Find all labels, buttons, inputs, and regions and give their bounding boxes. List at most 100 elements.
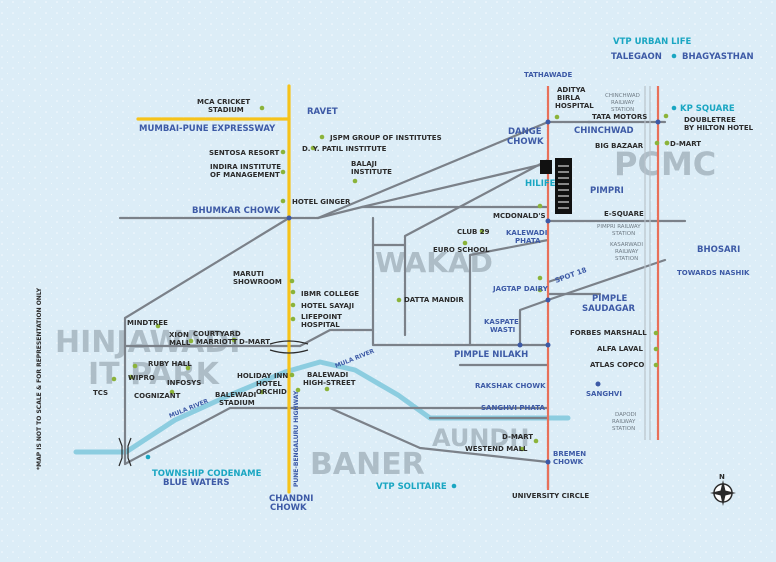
label-alfalaval: ALFA LAVAL — [597, 345, 643, 353]
label-indira: INDIRA INSTITUTE — [210, 163, 281, 171]
label-forbes: FORBES MARSHALL — [570, 329, 647, 337]
label-sanghviphata: SANGHVI PHATA — [481, 404, 545, 412]
area-it-park: IT PARK — [88, 357, 221, 392]
label-pimpristation: PIMPRI RAILWAY — [597, 224, 641, 230]
label-mindtree: MINDTREE — [127, 319, 168, 327]
compass: N — [710, 473, 736, 506]
label-hotelorchid-2: ORCHID — [256, 388, 287, 396]
label-talegaon: TALEGAON — [611, 52, 662, 62]
label-cognizant: COGNIZANT — [134, 392, 181, 400]
label-dmart-2: D-MART — [502, 433, 533, 441]
mula-river — [73, 359, 571, 455]
label-kpsquare: KP SQUARE — [680, 104, 735, 114]
label-tcs: TCS — [93, 389, 108, 397]
label-atlascopco: ATLAS COPCO — [590, 361, 644, 369]
label-kaspate-2: WASTI — [490, 326, 515, 334]
label-westend: WESTEND MALL — [465, 445, 528, 453]
label-hilife: HILIFE — [525, 179, 556, 189]
label-balaji: BALAJI — [351, 160, 377, 168]
label-hotelorchid: HOTEL — [256, 380, 282, 388]
label-lifepoint-2: HOSPITAL — [301, 321, 340, 329]
area-pcmc: PCMC — [614, 145, 716, 183]
area-hinjawadi: HINJAWADI — [55, 325, 240, 360]
label-vtpsolitaire: VTP SOLITAIRE — [376, 482, 447, 492]
label-chandni: CHANDNI — [269, 494, 313, 504]
area-aundh: AUNDH — [432, 424, 529, 452]
label-doubletree-2: BY HILTON HOTEL — [684, 124, 754, 132]
label-club29: CLUB 29 — [457, 228, 490, 236]
label-highway: PUNE-BENGALURU HIGHWAY — [293, 390, 300, 487]
label-sentosa: SENTOSA RESORT — [209, 149, 280, 157]
label-kaspate: KASPATE — [484, 318, 519, 326]
label-dmart-3: D-MART — [670, 140, 701, 148]
hilife-marker — [540, 158, 572, 214]
expressway — [136, 84, 291, 494]
label-mca: MCA CRICKET — [197, 98, 250, 106]
label-dange: DANGE — [508, 127, 542, 137]
label-chinchwadstation-3: STATION — [611, 107, 634, 113]
label-ginger: HOTEL GINGER — [292, 198, 351, 206]
label-mcdonalds: MCDONALD'S — [493, 212, 546, 220]
label-balewadihs: BALEWADI — [307, 371, 348, 379]
label-bhagyasthan: BHAGYASTHAN — [682, 52, 754, 62]
label-maruti-2: SHOWROOM — [233, 278, 282, 286]
label-bigbazaar: BIG BAZAAR — [595, 142, 644, 150]
label-sanghvi: SANGHVI — [586, 390, 622, 398]
label-kasarwadi: KASARWADI — [610, 242, 643, 248]
label-dapodi-2: RAILWAY — [612, 419, 636, 425]
label-rakshak: RAKSHAK CHOWK — [475, 382, 546, 390]
label-euroschool: EURO SCHOOL — [433, 246, 490, 254]
label-dapodi-3: STATION — [612, 426, 635, 432]
label-balewadist-2: STADIUM — [219, 399, 255, 407]
label-dapodi: DAPODI — [615, 412, 637, 418]
label-ibmr: IBMR COLLEGE — [301, 290, 359, 298]
label-towardsnashik: TOWARDS NASHIK — [677, 269, 750, 277]
label-kasarwadi-2: RAILWAY — [615, 249, 639, 255]
label-xion-2: MALL — [169, 339, 191, 347]
label-expressway: MUMBAI-PUNE EXPRESSWAY — [139, 124, 276, 134]
disclaimer-note: *MAP IS NOT TO SCALE & FOR REPRESENTATIO… — [36, 287, 43, 470]
junction-dots — [286, 119, 661, 465]
label-balewadist: BALEWADI — [215, 391, 256, 399]
label-township: TOWNSHIP CODENAME — [152, 469, 262, 479]
label-bhosari: BHOSARI — [697, 245, 740, 255]
bridge-icons — [118, 340, 309, 467]
label-pimplesaudagar-2: SAUDAGAR — [582, 304, 636, 314]
label-kalewadi: KALEWADI — [506, 229, 547, 237]
label-mca-2: STADIUM — [208, 106, 244, 114]
label-bluewaters: BLUE WATERS — [163, 478, 229, 488]
area-wakad: WAKAD — [375, 246, 493, 279]
project-dots — [145, 53, 677, 489]
railway-track-ties — [644, 86, 651, 440]
label-pimpristation-2: STATION — [612, 231, 635, 237]
area-baner: BANER — [310, 447, 425, 482]
label-dattamandir: DATTA MANDIR — [404, 296, 464, 304]
label-tatamotors: TATA MOTORS — [592, 113, 647, 121]
label-ravet: RAVET — [307, 107, 338, 117]
label-universitycircle: UNIVERSITY CIRCLE — [512, 492, 589, 500]
label-esquare: E-SQUARE — [604, 210, 644, 218]
label-wipro: WIPRO — [128, 374, 155, 382]
label-dmart-1: D-MART — [239, 338, 270, 346]
label-balaji-2: INSTITUTE — [351, 168, 392, 176]
label-pimplenilakh: PIMPLE NILAKH — [454, 350, 528, 360]
label-aditya-2: BIRLA — [557, 94, 581, 102]
label-holidayinn: HOLIDAY INN — [237, 372, 288, 380]
label-kalewadi-2: PHATA — [515, 237, 541, 245]
label-bremen-2: CHOWK — [553, 458, 584, 466]
label-kasarwadi-3: STATION — [615, 256, 638, 262]
label-courtyard-2: MARRIOTT — [196, 338, 238, 346]
label-chinchwad: CHINCHWAD — [574, 126, 634, 136]
label-maruti: MARUTI — [233, 270, 264, 278]
label-courtyard: COURTYARD — [193, 330, 241, 338]
label-sayaji: HOTEL SAYAJI — [301, 302, 354, 310]
label-aditya: ADITYA — [557, 86, 586, 94]
label-dypatil: D. Y. PATIL INSTITUTE — [302, 145, 387, 153]
label-chandni-2: CHOWK — [270, 503, 307, 513]
label-dange-2: CHOWK — [507, 137, 544, 147]
label-lifepoint: LIFEPOINT — [301, 313, 342, 321]
label-chinchwadstation-2: RAILWAY — [611, 100, 635, 106]
label-rubyhall: RUBY HALL — [148, 360, 192, 368]
label-pimpri: PIMPRI — [590, 186, 624, 196]
